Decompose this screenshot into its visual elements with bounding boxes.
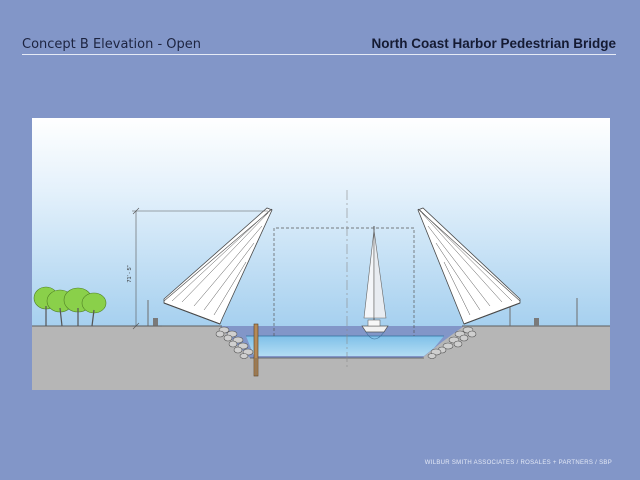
bench-right bbox=[534, 318, 539, 326]
riprap-right bbox=[427, 326, 477, 359]
slide-subtitle: Concept B Elevation - Open bbox=[22, 37, 202, 52]
trees-group bbox=[33, 286, 107, 314]
water-channel bbox=[246, 336, 444, 356]
sailboat bbox=[361, 226, 389, 340]
height-dimension-label: 71' - 5" bbox=[127, 265, 133, 282]
header-divider bbox=[22, 54, 616, 55]
bascule-leaf-right bbox=[417, 207, 521, 325]
bascule-leaf-left bbox=[163, 207, 273, 325]
credits-footer: WILBUR SMITH ASSOCIATES / ROSALES + PART… bbox=[424, 460, 612, 466]
riprap-left bbox=[215, 326, 254, 359]
bridge-elevation-drawing: 71' - 5" bbox=[32, 118, 610, 390]
slide-title: North Coast Harbor Pedestrian Bridge bbox=[371, 36, 616, 51]
mooring-pile bbox=[253, 323, 259, 377]
sky bbox=[32, 118, 610, 326]
clearance-envelope bbox=[273, 227, 415, 336]
tree-trunks bbox=[45, 306, 95, 327]
bench-left bbox=[153, 318, 158, 326]
height-dimension bbox=[132, 207, 268, 330]
